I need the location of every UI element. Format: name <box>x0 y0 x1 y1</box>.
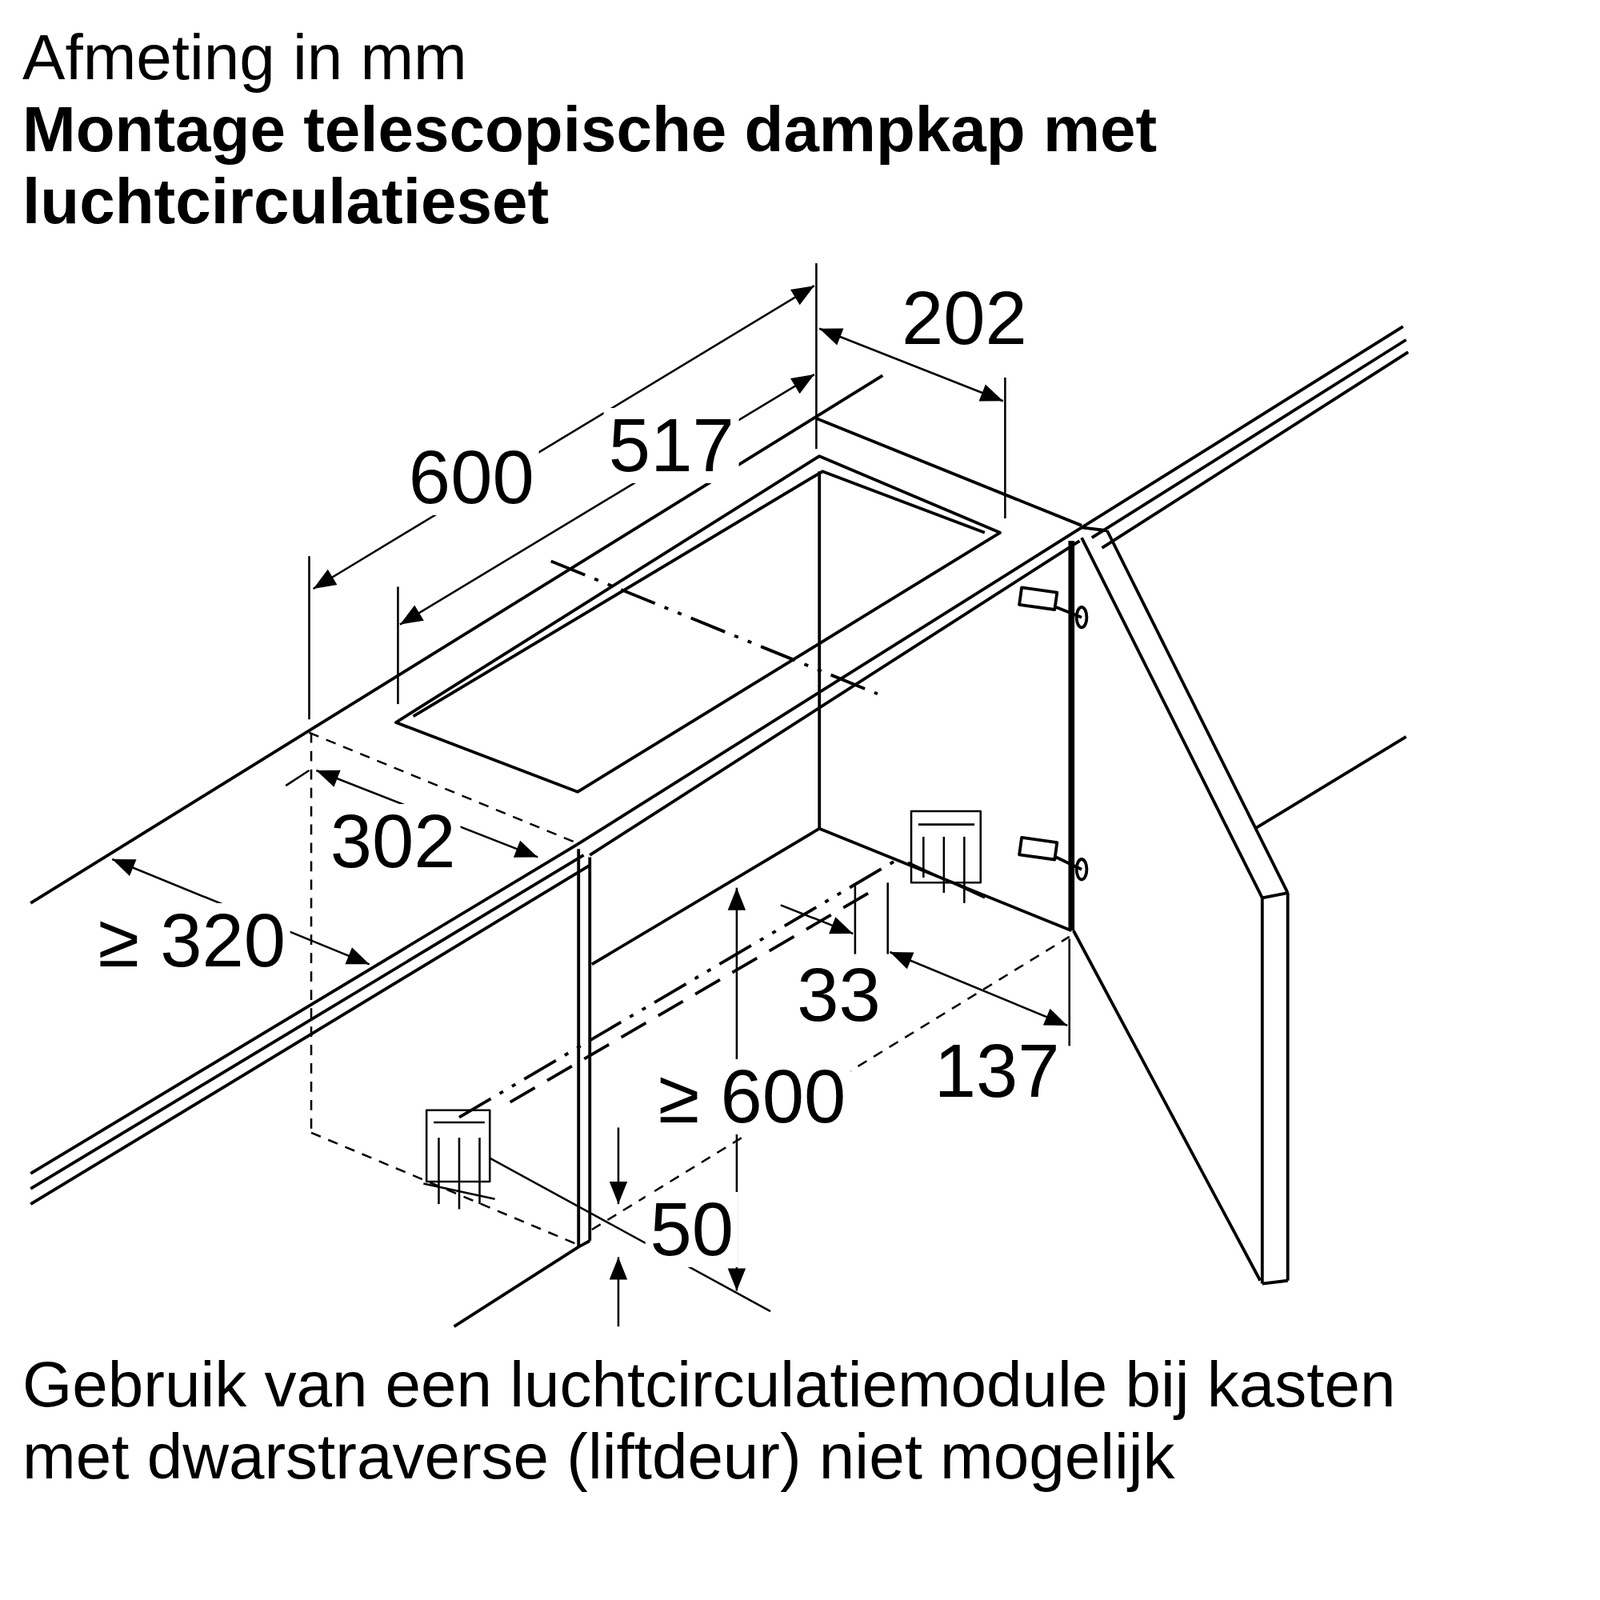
dimension-value: 50 <box>645 1192 740 1268</box>
drawing-title: Montage telescopische dampkap met luchtc… <box>22 93 1431 237</box>
dimension-value: ≥ 600 <box>653 1059 852 1135</box>
dimension-value: 302 <box>325 804 461 880</box>
dimension-value: 137 <box>929 1033 1065 1109</box>
dimension-value: 202 <box>896 280 1032 356</box>
dimension-value: ≥ 320 <box>93 903 292 979</box>
unit-note: Afmeting in mm <box>22 20 468 95</box>
center-lines <box>459 561 898 1118</box>
hidden-edges <box>308 732 1069 1245</box>
dimension-value: 517 <box>604 408 740 484</box>
cabinet-outline <box>30 326 1408 1327</box>
dimension-value: 33 <box>792 957 886 1033</box>
drawing-caption: Gebruik van een luchtcirculatiemodule bi… <box>22 1348 1487 1492</box>
dimension-lines <box>112 263 1069 1327</box>
dimension-value: 600 <box>404 440 540 516</box>
